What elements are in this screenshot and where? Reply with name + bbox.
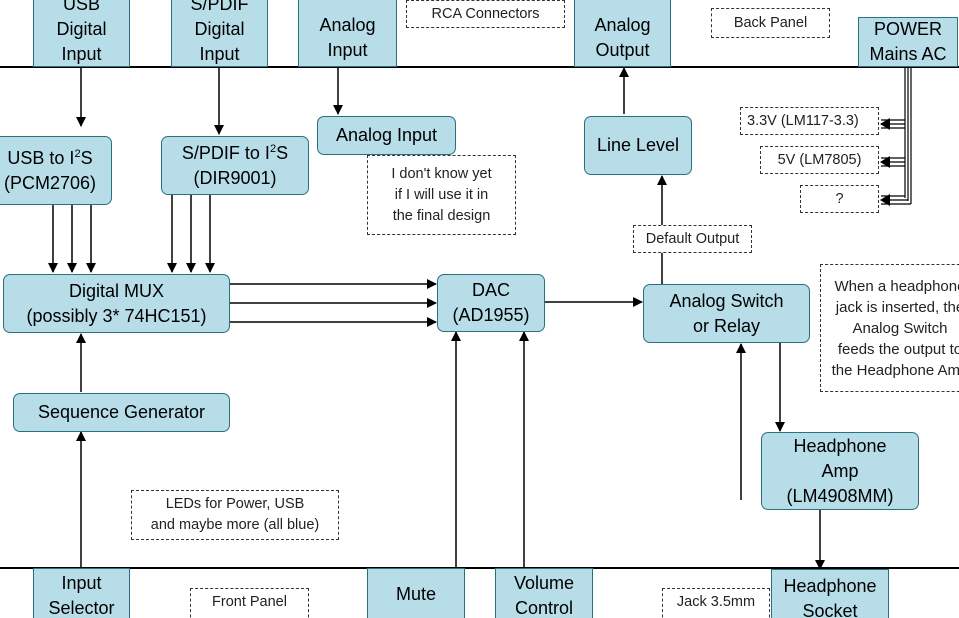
headphone-switch-note: When a headphone jack is inserted, the A…: [820, 264, 959, 392]
power-rail-3v3: 3.3V (LM117-3.3): [740, 107, 879, 135]
leds-note: LEDs for Power, USB and maybe more (all …: [131, 490, 339, 540]
analog-input-block: Analog Input: [317, 116, 456, 155]
analog-switch-block: Analog Switch or Relay: [643, 284, 810, 343]
power-mains-ac: POWER Mains AC: [858, 17, 958, 67]
input-selector-control: Input Selector: [33, 568, 130, 618]
usb-digital-input: USB Digital Input: [33, 0, 130, 67]
default-output-note: Default Output: [633, 225, 752, 253]
mute-control: Mute: [367, 568, 465, 618]
analog-input-connector: Analog Input: [298, 0, 397, 67]
front-panel-label: Front Panel: [190, 588, 309, 618]
headphone-socket: Headphone Socket: [771, 569, 889, 618]
sequence-generator-block: Sequence Generator: [13, 393, 230, 432]
unsure-note: I don't know yet if I will use it in the…: [367, 155, 516, 235]
power-rail-unknown: ?: [800, 185, 879, 213]
headphone-amp-block: Headphone Amp (LM4908MM): [761, 432, 919, 510]
usb-to-i2s-block: USB to I2S (PCM2706): [0, 136, 112, 205]
spdif-to-i2s-block: S/PDIF to I2S (DIR9001): [161, 136, 309, 195]
rca-connectors-note: RCA Connectors: [406, 0, 565, 28]
volume-control: Volume Control: [495, 568, 593, 618]
line-level-block: Line Level: [584, 116, 692, 175]
power-rail-5v: 5V (LM7805): [760, 146, 879, 174]
analog-output-connector: Analog Output: [574, 0, 671, 67]
spdif-digital-input: S/PDIF Digital Input: [171, 0, 268, 67]
jack-note: Jack 3.5mm: [662, 588, 770, 618]
dac-block: DAC (AD1955): [437, 274, 545, 332]
digital-mux-block: Digital MUX (possibly 3* 74HC151): [3, 274, 230, 333]
back-panel-label: Back Panel: [711, 8, 830, 38]
